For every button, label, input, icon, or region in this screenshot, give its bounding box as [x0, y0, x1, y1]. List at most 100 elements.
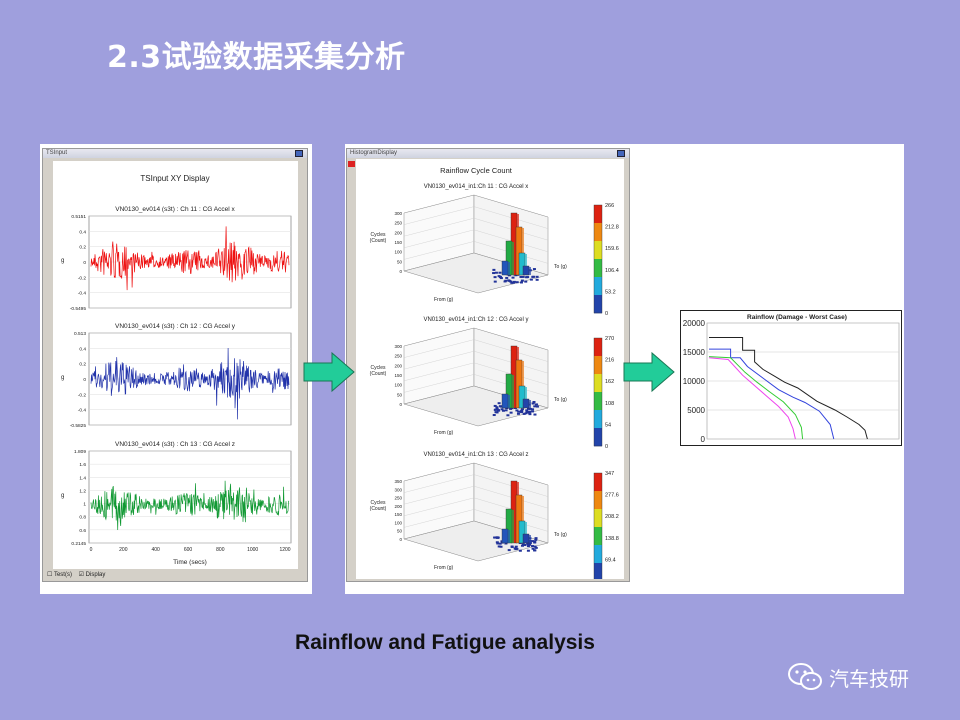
histogram-floor-cell	[533, 405, 537, 408]
histogram-bar	[501, 528, 509, 544]
histogram-gridline	[403, 509, 475, 528]
xy-chart-title: VN0130_ev014 (s3t) : Ch 12 : CG Accel y	[115, 323, 236, 330]
histogram-scale-label: 266	[605, 203, 614, 209]
histogram-floor-cell	[514, 545, 518, 548]
xy-ytick-label: 1.2	[79, 488, 86, 494]
xy-xtick-label: 600	[184, 547, 193, 553]
histogram-floor-cell	[528, 542, 532, 545]
histogram-floor-cell	[498, 271, 502, 274]
status-display-label: Display	[85, 572, 106, 578]
histogram-bar-side	[529, 400, 531, 408]
histogram-scale-swatch	[594, 365, 602, 375]
histogram-gridline	[403, 241, 475, 260]
histogram-floor-cell	[507, 274, 511, 277]
histogram-floor-cell	[528, 413, 532, 416]
histogram-scale-label: 54	[605, 422, 611, 428]
histogram-scale-swatch	[594, 338, 602, 348]
brand-name: 汽车技研	[829, 666, 909, 691]
histogram-zlabel: Cycles	[370, 500, 386, 506]
histogram-scale-label: 138.8	[605, 536, 619, 542]
xy-trace-1	[90, 347, 290, 420]
histogram-floor-cell	[517, 410, 521, 413]
histogram-gridline	[403, 229, 475, 248]
histogram-floor-cell	[519, 281, 523, 284]
histogram-gridline	[403, 362, 475, 381]
histogram-floor-cell	[522, 412, 526, 415]
histogram-gridline	[403, 374, 475, 393]
histogram-floor-cell	[516, 412, 520, 415]
histogram-floor	[403, 520, 549, 562]
histogram-ztick-label: 100	[394, 383, 402, 388]
fatigue-series-line-2	[708, 356, 804, 440]
xy-ytick-label: 0.2145	[71, 541, 86, 547]
histogram-ztick-label: 200	[394, 363, 402, 368]
histogram-scale-frame	[593, 337, 603, 447]
histogram-floor-cell	[525, 409, 529, 412]
fatigue-series-line-3	[708, 357, 796, 440]
window-close-icon[interactable]	[295, 150, 303, 157]
histogram-gridline	[403, 218, 475, 237]
histogram-bar-side	[522, 496, 524, 543]
histogram-heading: Rainflow Cycle Count	[440, 166, 513, 175]
histogram-floor-cell	[496, 542, 500, 545]
histogram-scale-swatch	[594, 268, 602, 278]
histogram-bar	[501, 393, 509, 409]
histogram-floor-cell	[526, 545, 530, 548]
histogram-ztick-label: 250	[394, 496, 402, 501]
histogram-scale-swatch	[594, 286, 602, 296]
xy-xtick-label: 1000	[247, 547, 258, 553]
histogram-floor-cell	[531, 408, 535, 411]
histogram-floor-cell	[533, 541, 537, 544]
histogram-scale-swatch	[594, 518, 602, 528]
histogram-ztick-label: 100	[394, 520, 402, 525]
histogram-floor-cell	[497, 402, 501, 405]
histogram-zlabel: Cycles	[370, 232, 386, 238]
window-close-icon[interactable]	[617, 150, 625, 157]
histogram-zlabel: Cycles	[370, 365, 386, 371]
window-toolbar-icon[interactable]	[348, 161, 355, 167]
xy-ytick-label: -0.2	[78, 275, 87, 281]
histogram-scale-swatch	[594, 205, 602, 215]
histogram-gridline	[403, 206, 475, 225]
histogram-scale-swatch	[594, 250, 602, 260]
histogram-floor-cell	[526, 407, 530, 410]
fatigue-chart-title: Rainflow (Damage - Worst Case)	[747, 314, 847, 321]
histogram-gridline	[403, 351, 475, 370]
histogram-scale-label: 106.4	[605, 268, 619, 274]
histogram-floor-cell	[504, 279, 508, 282]
histogram-floor-cell	[531, 540, 535, 543]
histogram-floor-cell	[532, 268, 536, 271]
histogram-gridline	[403, 474, 475, 493]
histogram-scale-swatch	[594, 401, 602, 411]
test-checkbox[interactable]: ☐	[47, 572, 54, 578]
histogram-floor-cell	[525, 410, 529, 413]
histogram-ztick-label: 250	[394, 354, 402, 359]
histogram-scale-label: 270	[605, 336, 614, 342]
histogram-bar-side	[522, 228, 524, 275]
histogram-floor-cell	[533, 549, 537, 552]
right-arrow-icon	[623, 351, 675, 393]
histogram-ylabel: To (g)	[554, 264, 567, 270]
xy-ytick-label: 0.2	[79, 362, 86, 368]
xy-xtick-label: 400	[151, 547, 160, 553]
histogram-floor-cell	[531, 545, 535, 548]
histogram-scale-swatch	[594, 241, 602, 251]
histogram-floor-cell	[527, 411, 531, 414]
histogram-floor-cell	[509, 411, 513, 414]
histogram-floor-cell	[497, 275, 501, 278]
histogram-floor-cell	[514, 548, 518, 551]
histogram-floor-cell	[532, 401, 536, 404]
slide-caption: Rainflow and Fatigue analysis	[295, 631, 595, 654]
histogram-chart-title: VN0130_ev014_in1:Ch 13 : CG Accel z	[423, 452, 528, 458]
histogram-floor-cell	[524, 412, 528, 415]
fatigue-ytick-label: 0	[701, 435, 706, 444]
histogram-floor-cell	[495, 541, 499, 544]
histogram-scale-swatch	[594, 277, 602, 287]
histogram-floor	[403, 385, 549, 427]
display-checkbox[interactable]: ☑	[78, 572, 86, 578]
fatigue-ytick-label: 5000	[687, 406, 705, 415]
xy-ytick-label: -0.5495	[70, 306, 87, 312]
xy-xtick-label: 1200	[279, 547, 290, 553]
xy-ytick-label: -0.2	[78, 392, 87, 398]
